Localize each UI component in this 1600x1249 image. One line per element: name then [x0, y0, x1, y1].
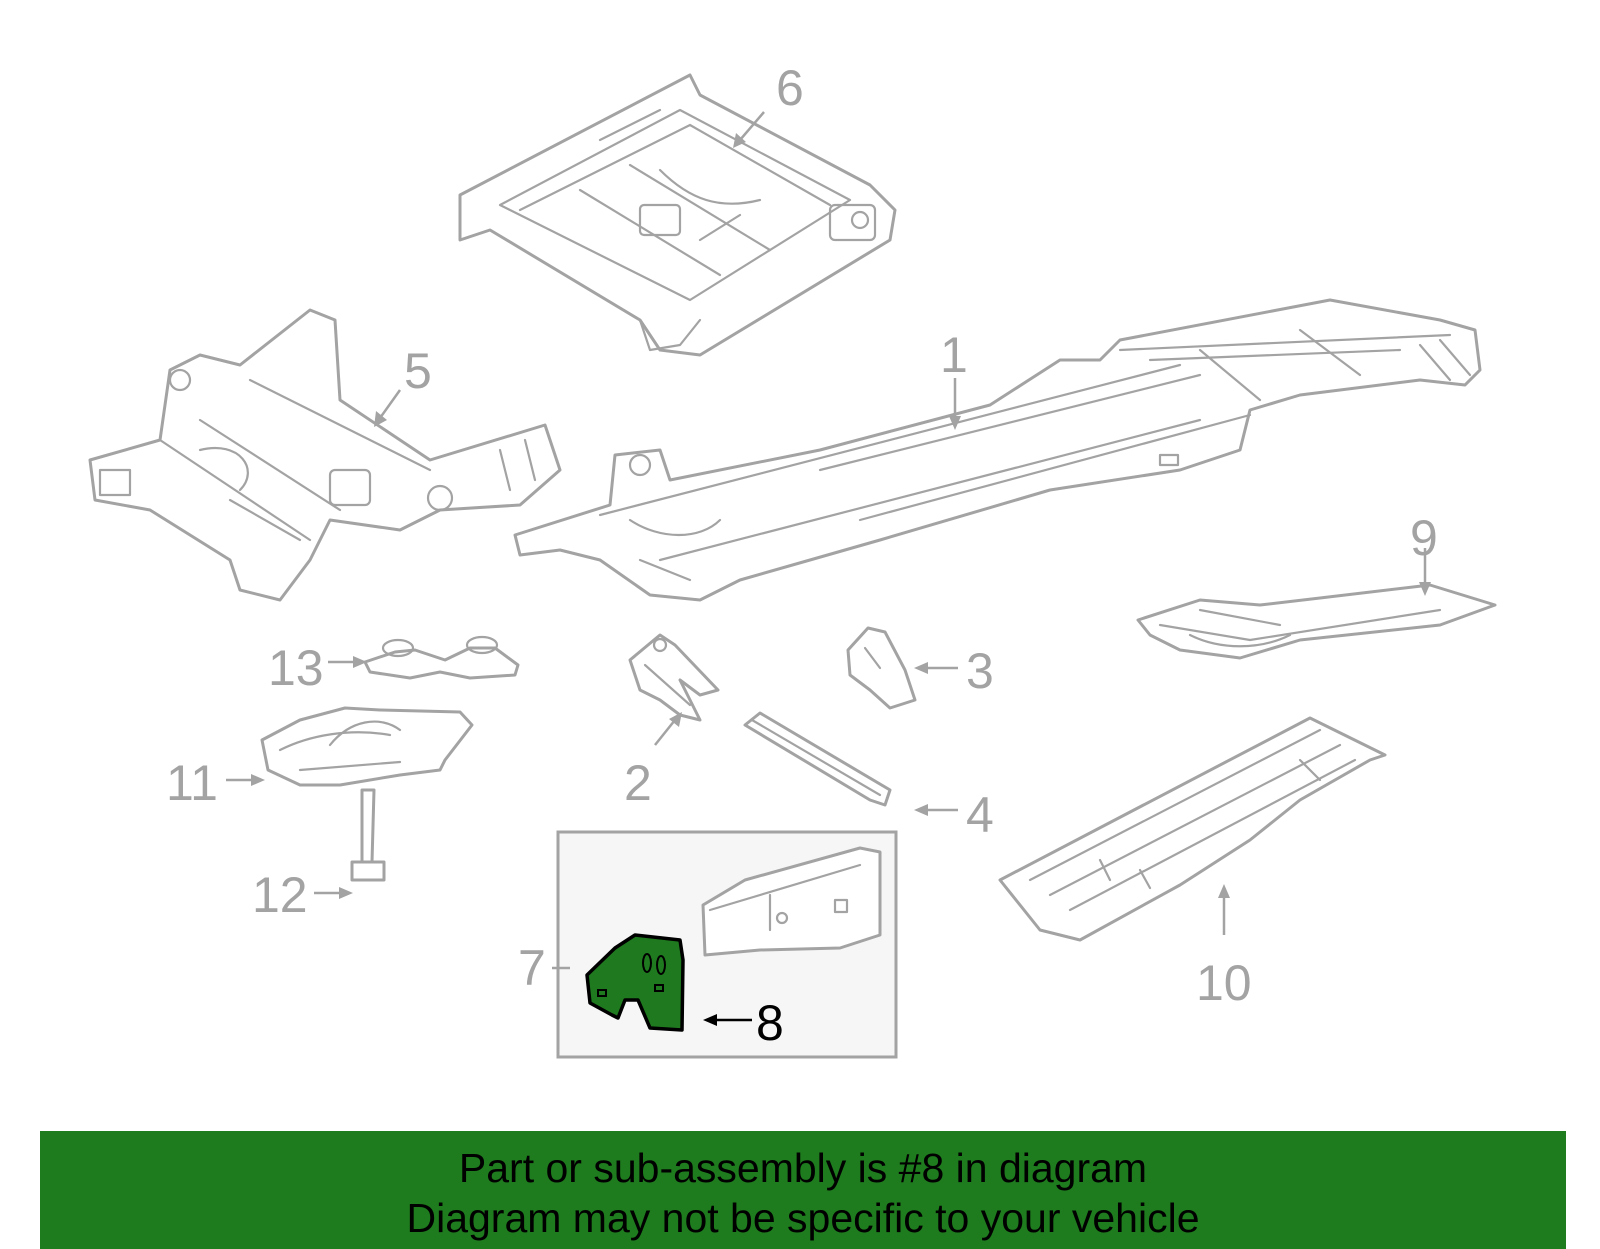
part-4-rod	[743, 711, 892, 807]
part-13-body-mounts	[363, 635, 520, 680]
inset-box	[556, 830, 898, 1059]
part-2-bracket	[628, 633, 720, 722]
callout-5: 5	[404, 343, 432, 399]
callout-8[interactable]: 8	[756, 995, 784, 1051]
callout-9: 9	[1410, 510, 1438, 566]
callout-11: 11	[166, 755, 218, 811]
callout-6: 6	[776, 60, 804, 116]
banner-line-2: Diagram may not be specific to your vehi…	[406, 1195, 1200, 1241]
leader-lines	[226, 111, 1431, 1026]
callout-10: 10	[1196, 955, 1252, 1011]
part-8-highlighted-bracket[interactable]	[585, 933, 685, 1032]
part-9-skid-plate	[1136, 583, 1497, 660]
callout-12: 12	[252, 867, 308, 923]
part-11-jounce-bumper	[260, 706, 474, 787]
part-1-frame	[513, 298, 1482, 602]
part-3-bracket	[846, 626, 917, 710]
part-12-bolt	[350, 788, 386, 882]
part-5-front-cradle	[88, 308, 562, 602]
callout-13: 13	[268, 640, 324, 696]
callout-3: 3	[966, 643, 994, 699]
callout-1: 1	[940, 327, 968, 383]
info-banner: Part or sub-assembly is #8 in diagram Di…	[40, 1131, 1566, 1249]
callout-4: 4	[966, 787, 994, 843]
part-10-shield	[998, 716, 1387, 942]
callout-7: 7	[518, 940, 546, 996]
callout-2: 2	[624, 755, 652, 811]
banner-line-1: Part or sub-assembly is #8 in diagram	[458, 1145, 1148, 1191]
callout-labels: 1 2 3 4 5 6 7 8 9 10 11 12 13	[166, 60, 1438, 1051]
part-6-rear-cradle	[458, 73, 897, 357]
